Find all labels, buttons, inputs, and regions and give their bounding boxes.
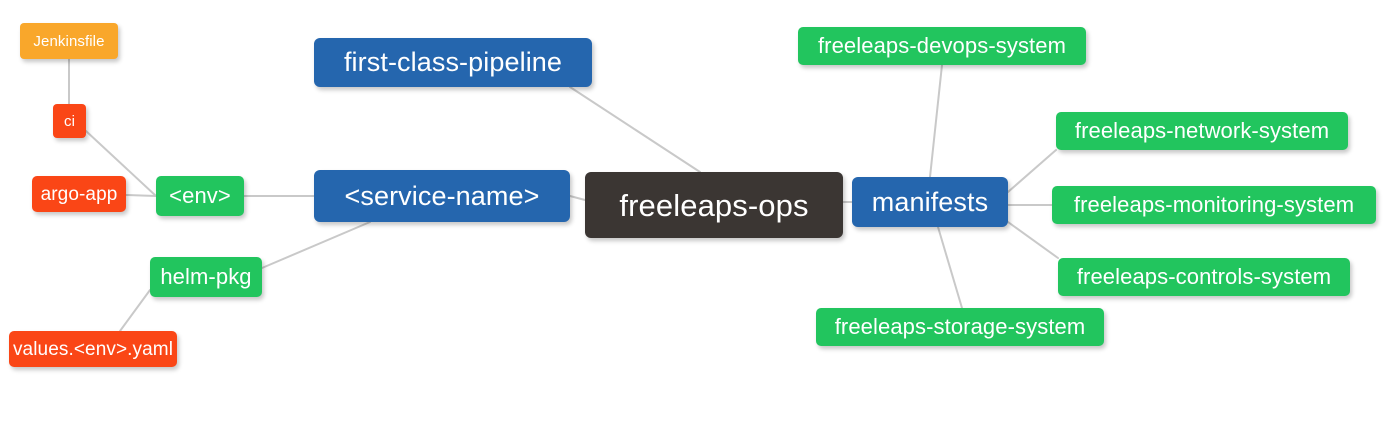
- node-service-name[interactable]: <service-name>: [314, 170, 570, 222]
- edge-service-name-to-root: [569, 195, 586, 201]
- node-network[interactable]: freeleaps-network-system: [1056, 112, 1348, 150]
- node-devops[interactable]: freeleaps-devops-system: [798, 27, 1086, 65]
- node-storage[interactable]: freeleaps-storage-system: [816, 308, 1104, 346]
- node-jenkinsfile[interactable]: Jenkinsfile: [20, 23, 118, 59]
- node-monitoring[interactable]: freeleaps-monitoring-system: [1052, 186, 1376, 224]
- edge-pipeline-to-root: [569, 86, 701, 173]
- node-helm-pkg[interactable]: helm-pkg: [150, 257, 262, 297]
- edge-values-yaml-to-helm-pkg: [119, 289, 151, 332]
- edge-manifests-to-controls: [1007, 221, 1059, 259]
- node-pipeline[interactable]: first-class-pipeline: [314, 38, 592, 87]
- node-argo-app[interactable]: argo-app: [32, 176, 126, 212]
- node-env[interactable]: <env>: [156, 176, 244, 216]
- node-root[interactable]: freeleaps-ops: [585, 172, 843, 238]
- edge-manifests-to-network: [1007, 149, 1057, 193]
- node-values-yaml[interactable]: values.<env>.yaml: [9, 331, 177, 367]
- node-controls[interactable]: freeleaps-controls-system: [1058, 258, 1350, 296]
- node-ci[interactable]: ci: [53, 104, 86, 138]
- edge-helm-pkg-to-service-name: [261, 221, 371, 269]
- edge-argo-app-to-env: [125, 194, 157, 197]
- edge-manifests-to-storage: [937, 226, 963, 309]
- edge-manifests-to-devops: [929, 64, 943, 178]
- node-manifests[interactable]: manifests: [852, 177, 1008, 227]
